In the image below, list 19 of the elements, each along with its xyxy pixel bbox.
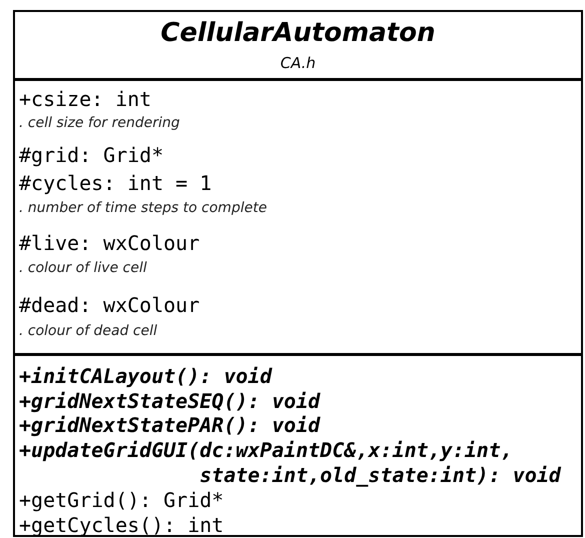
member-note: . number of time steps to complete: [19, 199, 267, 218]
class-name: CellularAutomaton: [160, 18, 436, 48]
abstract-method-text: +initCALayout(): void: [19, 364, 272, 389]
method-compartment: [15, 353, 581, 535]
abstract-method-text: +updateGridGUI(dc:wxPaintDC&,x:int,y:int, state:int,old_state:int): void: [19, 438, 562, 488]
member-note: . cell size for rendering: [19, 114, 180, 133]
member-note: . colour of live cell: [19, 259, 147, 278]
member-note: . colour of dead cell: [19, 322, 158, 341]
file-name: CA.h: [279, 54, 317, 72]
abstract-method-text: +gridNextStateSEQ(): void: [19, 389, 320, 414]
member-text: #grid: Grid*: [19, 143, 164, 168]
member-text: #cycles: int = 1: [19, 171, 212, 196]
member-text: #live: wxColour: [19, 231, 200, 256]
member-text: +csize: int: [19, 87, 152, 112]
abstract-method-text: +gridNextStatePAR(): void: [19, 413, 320, 438]
member-text: #dead: wxColour: [19, 293, 200, 318]
class-box: [13, 10, 583, 537]
member-text: +getGrid(): Grid*: [19, 488, 224, 513]
member-text: +getCycles(): int: [19, 513, 224, 538]
